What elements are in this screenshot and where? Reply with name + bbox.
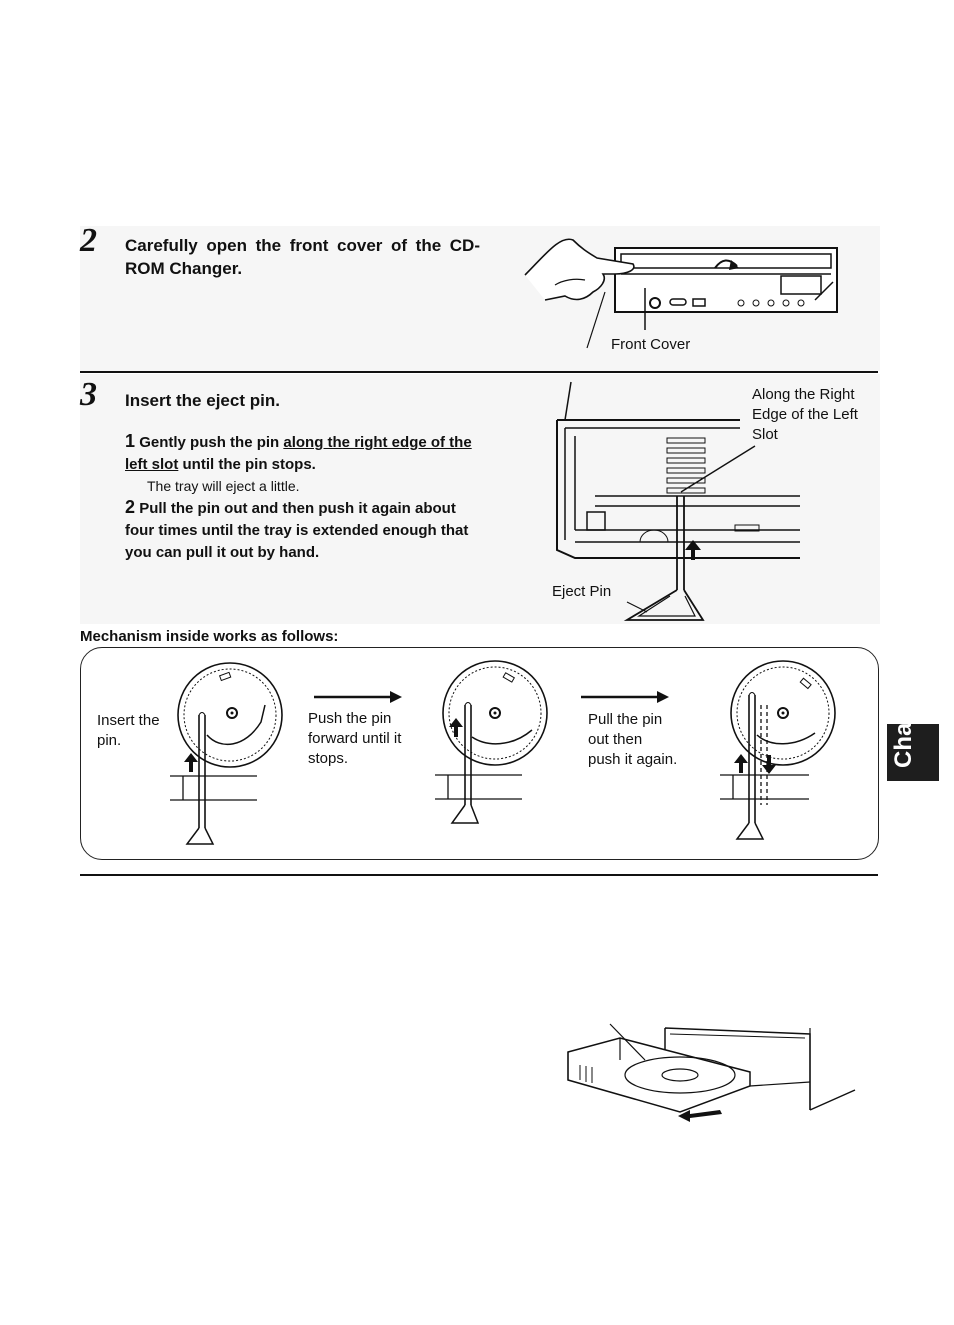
chapter-side-tab-text: Cha [890,722,917,768]
divider-2 [80,874,878,876]
mechanism-label-2: Push the pin forward until it stops. [308,710,402,767]
substep-1-text-before: Gently push the pin [139,434,284,451]
substep-1-text-underlined: along the right edge of the left slot [125,434,472,473]
divider-1 [80,371,878,373]
step2-title-text: Carefully open the front cover of the CD… [125,236,480,278]
substep-1-text-after: until the pin stops. [178,456,316,473]
step3-panel [80,374,880,624]
mechanism-box [80,647,879,860]
tray-extended-illustration [567,1023,856,1122]
substep-2-number: 2 [125,497,136,517]
step2-title: Carefully open the front cover of the CD… [125,234,480,280]
substep-2: 2 Pull the pin out and then push it agai… [125,496,480,564]
front-cover-illustration [524,238,838,349]
mechanism-stage-3-diagram [720,660,836,840]
front-cover-callout: Front Cover [611,336,691,353]
mechanism-heading: Mechanism inside works as follows: [80,628,339,645]
eject-pin-illustration [556,381,800,621]
step3-title: Insert the eject pin. [125,391,280,410]
substep-1: 1 Gently push the pin along the right ed… [125,430,480,476]
chapter-side-tab[interactable]: Cha [887,722,939,781]
slot-callout: Along the Right Edge of the Left Slot [752,386,858,443]
step2-number: 2 [80,222,97,259]
mechanism-label-3: Pull the pin out then push it again. [588,711,678,768]
eject-pin-callout: Eject Pin [552,583,612,600]
substep-1-number: 1 [125,431,136,451]
substep-2-text: Pull the pin out and then push it again … [125,500,469,561]
mechanism-stage-1-diagram [170,662,283,845]
arrow-right-icon [314,691,402,703]
arrow-right-icon [581,691,669,703]
mechanism-stage-2-diagram [435,660,548,824]
mechanism-label-1: Insert the pin. [97,712,160,749]
step3-number: 3 [80,376,97,413]
substep-1-note: The tray will eject a little. [147,478,300,494]
